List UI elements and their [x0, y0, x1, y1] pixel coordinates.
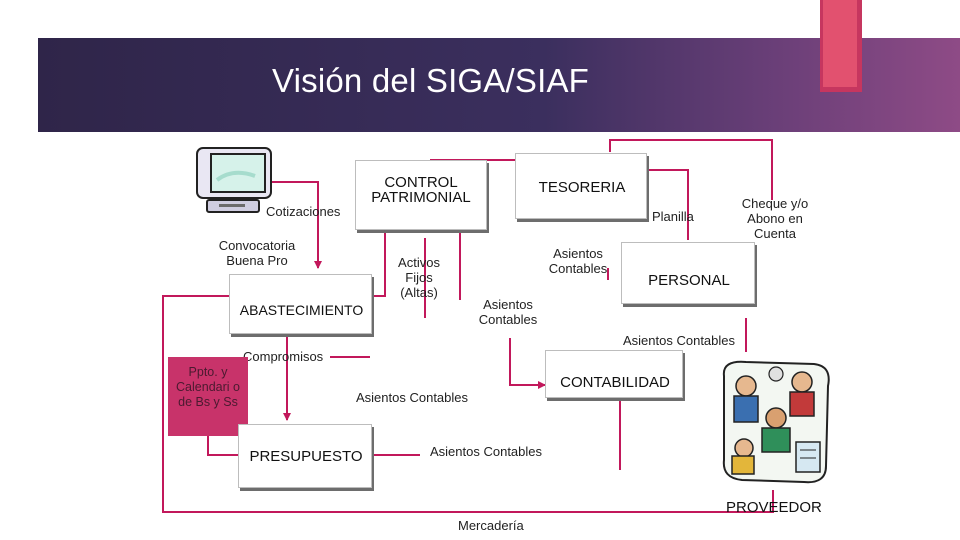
- ppto-block[interactable]: [168, 357, 248, 436]
- connector-cotizaciones: [272, 181, 322, 269]
- connector-planilla: [646, 169, 689, 240]
- node-contabilidad-label: CONTABILIDAD: [560, 374, 670, 391]
- label-planilla: Planilla: [652, 209, 694, 224]
- node-proveedor-label: PROVEEDOR: [726, 499, 822, 516]
- node-abastecimiento[interactable]: ABASTECIMIENTO: [229, 274, 372, 334]
- label-cheque: Cheque y/o Abono en Cuenta: [741, 196, 809, 241]
- node-control-patrimonial[interactable]: CONTROL PATRIMONIAL: [355, 160, 487, 230]
- connector-ppto-presupuesto: [207, 436, 240, 456]
- label-asientos-personal: Asientos Contables: [623, 333, 736, 348]
- node-abastecimiento-label: ABASTECIMIENTO: [239, 302, 364, 318]
- label-compromisos: Compromisos: [243, 349, 324, 364]
- ppto-label: Ppto. y Calendari o de Bs y Ss: [176, 365, 240, 409]
- node-presupuesto-label: PRESUPUESTO: [249, 448, 363, 465]
- node-personal-label: PERSONAL: [648, 272, 730, 289]
- label-mercaderia: Mercadería: [458, 518, 524, 533]
- connector-abast-contabilidad: [509, 338, 546, 389]
- title-banner: [38, 38, 960, 132]
- connector-proveedor-abast: [162, 295, 774, 513]
- people-clipart-icon: [722, 360, 830, 484]
- label-cotizaciones: Cotizaciones: [266, 204, 341, 219]
- corner-accent-inner: [823, 0, 857, 87]
- label-activos-fijos: Activos Fijos (Altas): [398, 255, 440, 300]
- node-tesoreria[interactable]: TESORERIA: [515, 153, 647, 219]
- label-asientos-patrimonial: Asientos Contables: [478, 297, 538, 327]
- node-personal[interactable]: PERSONAL: [621, 242, 755, 304]
- connector-abast-patrimonial: [372, 232, 386, 297]
- label-asientos-tesoreria: Asientos Contables: [548, 246, 608, 276]
- label-asientos-presupuesto: Asientos Contables: [430, 444, 543, 459]
- node-control-patrimonial-label: CONTROL PATRIMONIAL: [371, 174, 471, 206]
- page-title: Visión del SIGA/SIAF: [272, 62, 590, 99]
- node-tesoreria-label: TESORERIA: [538, 179, 626, 196]
- label-asientos-abast: Asientos Contables: [356, 390, 469, 405]
- node-contabilidad[interactable]: CONTABILIDAD: [545, 350, 683, 398]
- computer-monitor-icon: [196, 147, 272, 213]
- label-convocatoria: Convocatoria Buena Pro: [218, 238, 296, 268]
- connector-cheque: [609, 139, 773, 200]
- node-presupuesto[interactable]: PRESUPUESTO: [238, 424, 372, 488]
